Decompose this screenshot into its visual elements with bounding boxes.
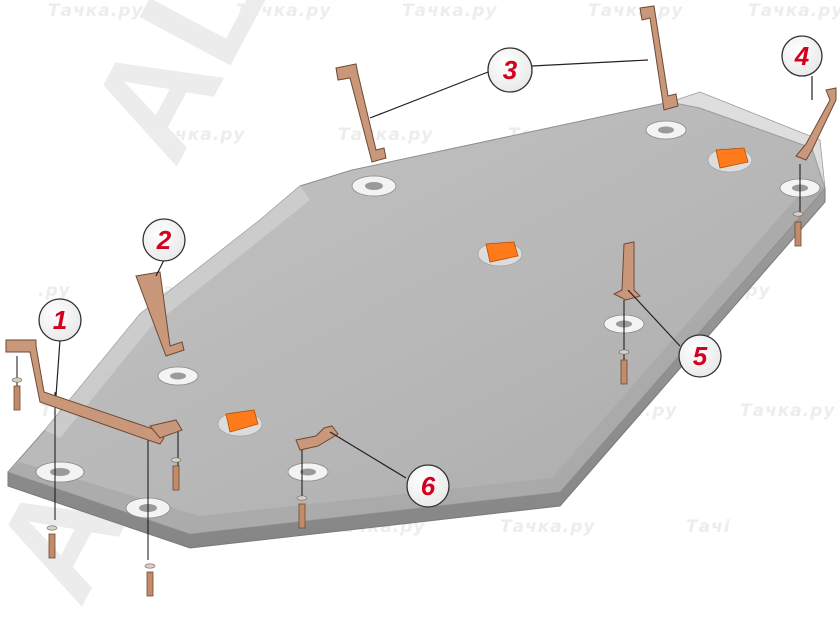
bolt — [13, 385, 21, 411]
watermark-text: Тачка.ру — [48, 1, 143, 21]
watermark-text: Тачка.ру — [338, 125, 433, 145]
drain-pad — [225, 409, 259, 433]
rear-plate — [668, 91, 826, 189]
drain-pad — [485, 241, 519, 263]
watermark-text: Тачка.ру — [150, 125, 245, 145]
watermark-text: Тачка.ру — [236, 1, 331, 21]
watermark-text-partial: Тачі — [686, 517, 731, 537]
brand-watermark-al: AL — [55, 0, 297, 185]
watermark-text: Тачка.ру — [402, 1, 497, 21]
watermark-text-partial: .ру — [38, 281, 71, 301]
washer — [144, 563, 156, 569]
callout-5-label: 5 — [693, 341, 708, 371]
bracket-2 — [135, 271, 185, 357]
bracket-4 — [795, 87, 837, 161]
washer — [296, 495, 308, 501]
watermark-text: Тачка.ру — [740, 401, 835, 421]
callout-6: 6 — [406, 464, 450, 508]
bolt — [172, 465, 180, 491]
callout-3: 3 — [487, 47, 533, 93]
callout-1-label: 1 — [53, 305, 67, 335]
fasteners — [11, 211, 804, 597]
bolt — [146, 571, 154, 597]
washer — [792, 211, 804, 217]
watermark-text: Тачка.ру — [748, 1, 840, 21]
bolt — [794, 221, 802, 247]
mounting-holes — [35, 120, 821, 519]
washer — [46, 525, 58, 531]
washer — [618, 349, 630, 355]
washer — [11, 377, 23, 383]
callout-6-label: 6 — [421, 471, 436, 501]
drain-pads — [217, 147, 753, 437]
callout-leaders — [55, 59, 813, 479]
callout-3-label: 3 — [503, 55, 518, 85]
bracket-3-left — [335, 63, 387, 163]
bolt — [620, 359, 628, 385]
bracket-5 — [612, 241, 641, 301]
bolt — [48, 533, 56, 559]
drain-pad — [715, 147, 749, 169]
skid-plate-flange — [45, 186, 310, 438]
bracket-1 — [5, 339, 165, 445]
callout-2-label: 2 — [156, 225, 172, 255]
bracket-1-tab — [149, 419, 183, 439]
callout-5: 5 — [678, 334, 722, 378]
callout-1: 1 — [38, 298, 82, 342]
watermark-text: Тачка.ру — [500, 517, 595, 537]
bracket-3-right — [639, 5, 679, 111]
callout-2: 2 — [142, 218, 186, 262]
callout-4: 4 — [781, 35, 823, 77]
callout-4-label: 4 — [794, 41, 810, 71]
washer — [170, 457, 182, 463]
bracket-6 — [295, 425, 339, 451]
skid-plate-rim — [8, 180, 825, 534]
bolt — [298, 503, 306, 529]
watermark-text: Тачка.ру — [588, 1, 683, 21]
